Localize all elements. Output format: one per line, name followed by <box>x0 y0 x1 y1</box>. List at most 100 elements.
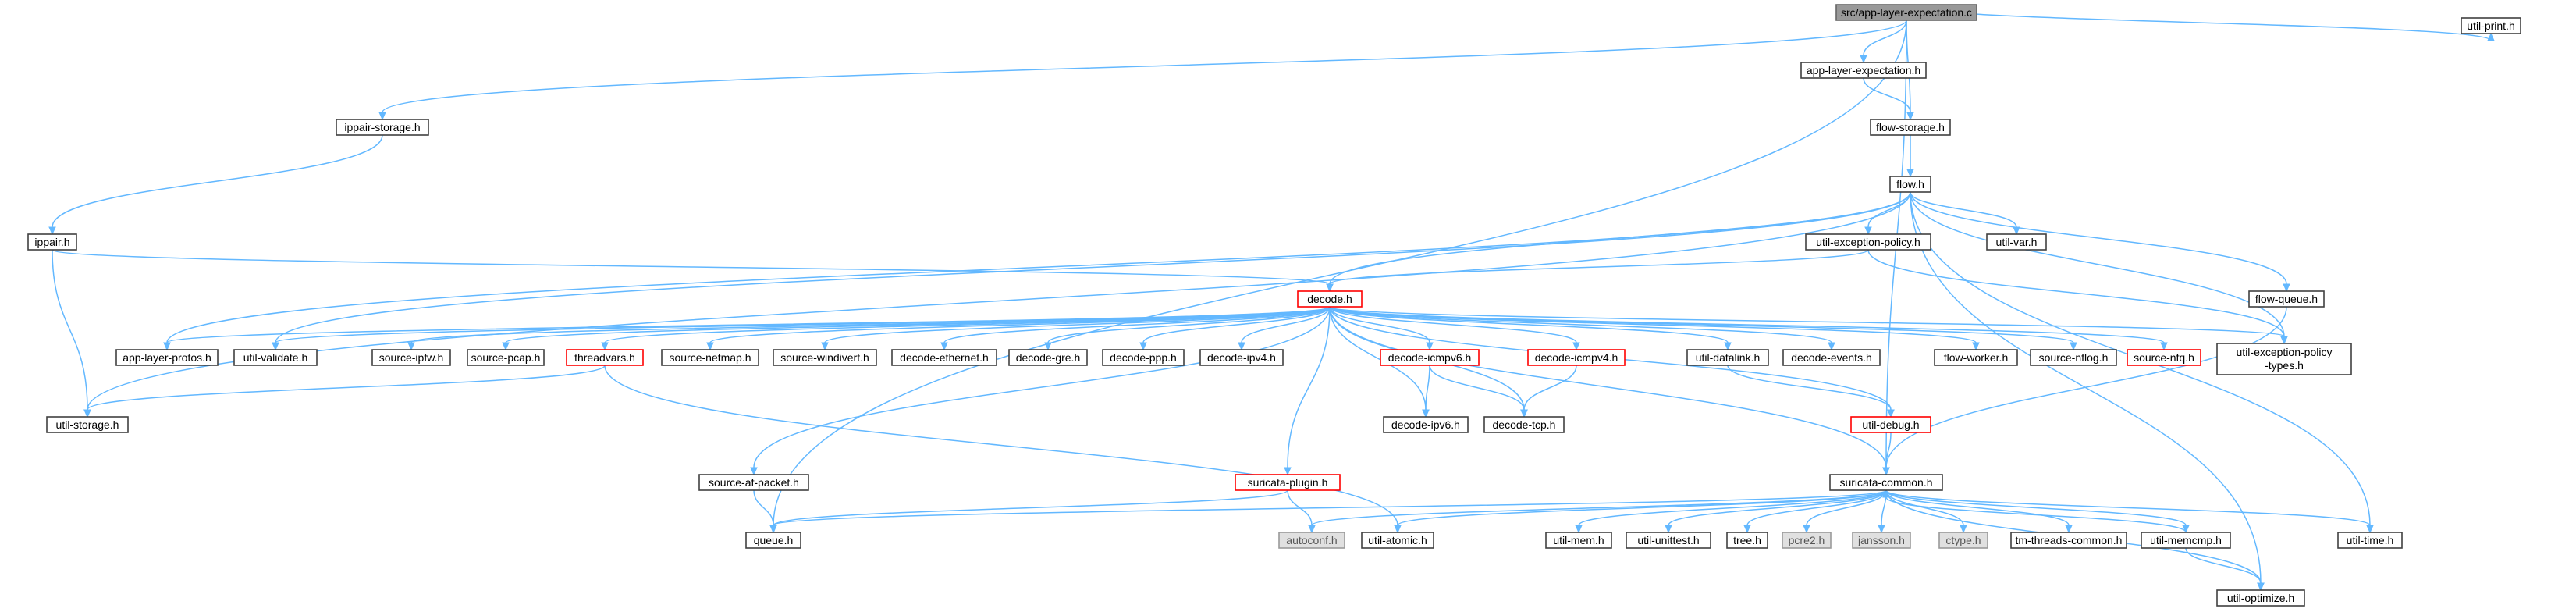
node-source-nflog[interactable]: source-nflog.h <box>2030 349 2117 366</box>
edge-decode_h-to-source_netmap <box>706 306 1331 351</box>
node-label: decode-ipv6.h <box>1391 418 1460 431</box>
node-util-memcmp[interactable]: util-memcmp.h <box>2141 532 2231 549</box>
edge-suricata_plugin-to-queue_h <box>769 489 1288 534</box>
node-label: tm-threads-common.h <box>2016 534 2123 546</box>
node-label: source-af-packet.h <box>709 476 799 489</box>
node-util-time[interactable]: util-time.h <box>2337 532 2403 549</box>
node-util-debug[interactable]: util-debug.h <box>1850 416 1931 433</box>
node-decode-tcp[interactable]: decode-tcp.h <box>1483 416 1565 433</box>
node-source-af-packet[interactable]: source-af-packet.h <box>698 474 809 491</box>
node-uep-h[interactable]: util-exception-policy.h <box>1805 233 1931 251</box>
node-ctype[interactable]: ctype.h <box>1938 532 1988 549</box>
node-label: util-var.h <box>1996 236 2038 248</box>
node-label: decode-gre.h <box>1016 351 1081 364</box>
node-source-ipfw[interactable]: source-ipfw.h <box>371 349 451 366</box>
node-flow-storage[interactable]: flow-storage.h <box>1870 119 1951 136</box>
node-label: jansson.h <box>1857 534 1905 546</box>
node-util-mem[interactable]: util-mem.h <box>1545 532 1612 549</box>
node-decode-ipv6[interactable]: decode-ipv6.h <box>1383 416 1469 433</box>
node-label: util-optimize.h <box>2227 592 2294 604</box>
edge-decode_h-to-decode_icmpv6 <box>1329 306 1434 351</box>
edge-ippair_storage-to-ippair_h <box>48 134 383 236</box>
node-label: -types.h <box>2265 359 2304 372</box>
node-label: source-nflog.h <box>2039 351 2109 364</box>
node-label: source-netmap.h <box>669 351 751 364</box>
node-suricata-common[interactable]: suricata-common.h <box>1829 474 1943 491</box>
node-alp-h[interactable]: app-layer-protos.h <box>115 349 219 366</box>
node-decode-events[interactable]: decode-events.h <box>1782 349 1881 366</box>
node-label: decode-icmpv4.h <box>1535 351 1618 364</box>
edge-flow_h-to-util_validate <box>272 191 1911 351</box>
edge-suricata_common-to-tm_threads_common <box>1885 489 2073 534</box>
node-label: autoconf.h <box>1286 534 1337 546</box>
edge-threadvars-to-util_atomic <box>604 365 1402 534</box>
node-decode-gre[interactable]: decode-gre.h <box>1008 349 1088 366</box>
edge-decode_h-to-decode_ipv4 <box>1238 306 1331 351</box>
edge-decode_h-to-source_windivert <box>821 306 1331 351</box>
edge-suricata_common-to-queue_h <box>769 489 1887 534</box>
node-label: decode-ipv4.h <box>1207 351 1276 364</box>
node-tree-h[interactable]: tree.h <box>1726 532 1768 549</box>
node-label: util-exception-policy.h <box>1816 236 1920 248</box>
node-label: flow-worker.h <box>1944 351 2008 364</box>
node-decode-icmpv6[interactable]: decode-icmpv6.h <box>1380 349 1480 366</box>
node-source-windivert[interactable]: source-windivert.h <box>773 349 877 366</box>
node-util-print[interactable]: util-print.h <box>2461 17 2521 34</box>
node-decode-ppp[interactable]: decode-ppp.h <box>1102 349 1185 366</box>
edge-suricata_common-to-pcre2 <box>1803 489 1887 534</box>
node-decode-ethernet[interactable]: decode-ethernet.h <box>891 349 997 366</box>
node-label: util-atomic.h <box>1368 534 1427 546</box>
node-util-unittest[interactable]: util-unittest.h <box>1626 532 1711 549</box>
node-jansson[interactable]: jansson.h <box>1852 532 1911 549</box>
node-ippair-storage[interactable]: ippair-storage.h <box>336 119 429 136</box>
node-decode-ipv4[interactable]: decode-ipv4.h <box>1199 349 1284 366</box>
edge-flow_h-to-uep_types <box>1910 191 2288 345</box>
node-util-validate[interactable]: util-validate.h <box>233 349 318 366</box>
node-label: util-storage.h <box>56 418 119 431</box>
node-root[interactable]: src/app-layer-expectation.c <box>1835 4 1977 21</box>
node-label: source-ipfw.h <box>379 351 443 364</box>
node-util-storage[interactable]: util-storage.h <box>46 416 129 433</box>
node-label: decode-events.h <box>1791 351 1872 364</box>
node-flow-worker[interactable]: flow-worker.h <box>1934 349 2018 366</box>
edge-util_debug-to-suricata_common <box>1882 432 1892 476</box>
node-source-netmap[interactable]: source-netmap.h <box>661 349 759 366</box>
node-pcre2[interactable]: pcre2.h <box>1782 532 1832 549</box>
node-label: util-exception-policy <box>2237 346 2333 358</box>
node-decode-h[interactable]: decode.h <box>1297 290 1363 308</box>
edge-util_datalink-to-util_debug <box>1727 365 1895 418</box>
node-label: util-memcmp.h <box>2150 534 2222 546</box>
edge-decode_icmpv4-to-decode_tcp <box>1520 365 1577 418</box>
node-util-atomic[interactable]: util-atomic.h <box>1361 532 1434 549</box>
node-util-optimize[interactable]: util-optimize.h <box>2216 589 2305 607</box>
node-flow-h[interactable]: flow.h <box>1889 176 1931 193</box>
edge-root-to-ippair_storage <box>378 20 1907 121</box>
node-source-nfq[interactable]: source-nfq.h <box>2127 349 2201 366</box>
node-label: util-datalink.h <box>1696 351 1761 364</box>
node-source-pcap[interactable]: source-pcap.h <box>467 349 545 366</box>
node-label: util-debug.h <box>1862 418 1919 431</box>
node-uep-types[interactable]: util-exception-policy-types.h <box>2216 343 2352 375</box>
node-label: tree.h <box>1733 534 1761 546</box>
node-util-datalink[interactable]: util-datalink.h <box>1686 349 1769 366</box>
node-label: app-layer-protos.h <box>123 351 211 364</box>
node-threadvars[interactable]: threadvars.h <box>566 349 644 366</box>
node-suricata-plugin[interactable]: suricata-plugin.h <box>1235 474 1341 491</box>
node-queue-h[interactable]: queue.h <box>745 532 801 549</box>
node-label: source-pcap.h <box>471 351 541 364</box>
node-label: util-time.h <box>2347 534 2394 546</box>
edge-root-to-util_print <box>1906 4 2495 41</box>
node-autoconf[interactable]: autoconf.h <box>1278 532 1345 549</box>
edge-suricata_common-to-tree_h <box>1743 489 1887 534</box>
node-decode-icmpv4[interactable]: decode-icmpv4.h <box>1527 349 1626 366</box>
node-tm-threads-common[interactable]: tm-threads-common.h <box>2010 532 2127 549</box>
node-ale-h[interactable]: app-layer-expectation.h <box>1800 62 1927 79</box>
node-util-var[interactable]: util-var.h <box>1986 233 2047 251</box>
edge-suricata_common-to-util_time <box>1885 489 2374 534</box>
node-label: util-unittest.h <box>1637 534 1699 546</box>
edge-decode_h-to-decode_ppp <box>1139 306 1331 351</box>
node-flow-queue[interactable]: flow-queue.h <box>2248 290 2325 308</box>
edge-uep_h-to-decode_h <box>1326 249 1869 293</box>
edge-decode_h-to-decode_icmpv4 <box>1329 306 1580 351</box>
node-ippair-h[interactable]: ippair.h <box>27 233 77 251</box>
